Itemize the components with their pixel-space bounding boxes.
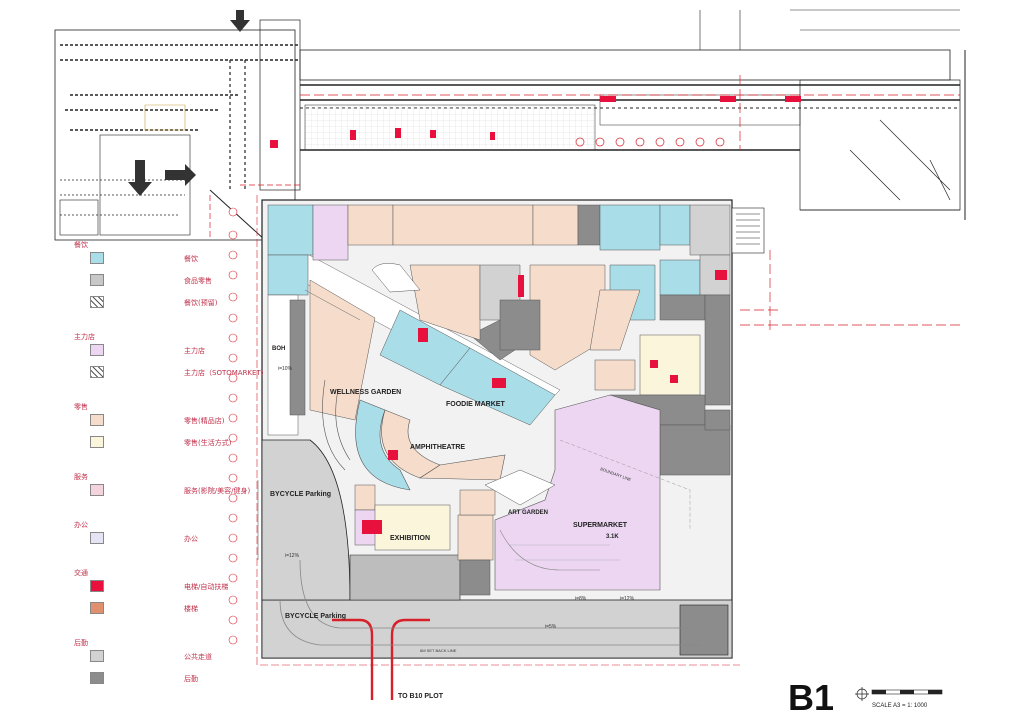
legend-label: 食品零售 [184, 277, 212, 285]
legend-swatch [90, 650, 104, 662]
legend-swatch [90, 436, 104, 448]
legend-item: 主力店 [90, 344, 250, 360]
legend-swatch [90, 366, 104, 378]
label-wellness-garden: WELLNESS GARDEN [330, 389, 401, 396]
supermarket-area [494, 394, 661, 591]
legend-swatch [90, 532, 104, 544]
label-supermarket: SUPERMARKET [573, 522, 628, 529]
legend-group-heading: 后勤 [74, 639, 88, 647]
grid-axis-bubbles [228, 207, 238, 645]
legend-item: 主力店（SOTOMARKET） [90, 366, 268, 382]
connection-to-b10 [332, 618, 430, 700]
legend-label: 楼梯 [184, 605, 198, 613]
legend-swatch [90, 274, 104, 286]
escalators [362, 270, 727, 534]
legend-item: 食品零售 [90, 274, 250, 290]
drawing-title: B1 [788, 677, 835, 718]
legend: 餐饮餐饮食品零售餐饮(预留)主力店主力店主力店（SOTOMARKET）零售零售(… [70, 240, 268, 700]
legend-item: 楼梯 [90, 602, 250, 618]
legend-item: 后勤 [90, 672, 250, 688]
north-icon [855, 687, 869, 701]
legend-group-heading: 交通 [74, 569, 88, 577]
legend-label: 餐饮 [184, 255, 198, 263]
driveway [279, 559, 700, 646]
legend-swatch [90, 580, 104, 592]
label-slope-4: i=5% [545, 624, 557, 630]
label-slope-3: i=8% [575, 596, 587, 602]
label-bicycle-parking-bottom: BYCYCLE Parking [285, 613, 346, 620]
existing-station-linework [54, 9, 966, 241]
stair-ne [731, 207, 765, 254]
station-red-markers [209, 75, 960, 330]
legend-swatch [90, 414, 104, 426]
legend-label: 办公 [184, 535, 198, 543]
legend-item: 公共走道 [90, 650, 250, 666]
legend-swatch [90, 252, 104, 264]
arrow-icon [128, 10, 250, 196]
pods [354, 469, 556, 596]
legend-item: 餐饮(预留) [90, 296, 250, 312]
label-bicycle-parking-top: BYCYCLE Parking [270, 491, 331, 498]
legend-label: 电梯/自动扶梯 [184, 583, 229, 591]
legend-label: 主力店 [184, 347, 205, 355]
label-art-garden: ART GARDEN [508, 510, 548, 516]
station-red-vertical-cores [270, 96, 801, 148]
scale-label: SCALE A3 = 1: 1000 [872, 703, 928, 709]
legend-label: 公共走道 [184, 653, 212, 661]
legend-label: 后勤 [184, 675, 198, 683]
legend-label: 零售(精品店) [184, 417, 225, 425]
legend-swatch [90, 484, 104, 496]
legend-item: 零售(精品店) [90, 414, 250, 430]
legend-label: 餐饮(预留) [184, 299, 218, 307]
legend-label: 主力店（SOTOMARKET） [184, 369, 268, 377]
legend-item: 餐饮 [90, 252, 250, 268]
retail-units-west [267, 254, 376, 436]
legend-group-heading: 餐饮 [74, 241, 88, 249]
label-slope-5: i=12% [620, 596, 635, 602]
label-slope-2: i=12% [285, 553, 300, 559]
label-setback-line: 6M SET BACK LINE [420, 648, 457, 653]
east-boh-block [594, 254, 731, 476]
legend-item: 电梯/自动扶梯 [90, 580, 250, 596]
label-boh: BOH [272, 346, 285, 352]
retail-units-top [267, 204, 731, 261]
central-retail-block [371, 263, 656, 371]
boundary-lines [256, 195, 740, 666]
legend-group-heading: 零售 [74, 403, 88, 411]
legend-swatch [90, 296, 104, 308]
legend-swatch [90, 602, 104, 614]
legend-item: 服务(影院/美容/健身) [90, 484, 250, 500]
label-slope-1: i=10% [278, 366, 293, 372]
legend-item: 办公 [90, 532, 250, 548]
label-to-b10: TO B10 PLOT [398, 693, 444, 700]
label-supermarket-area: 3.1K [606, 534, 619, 540]
legend-group-heading: 服务 [74, 473, 88, 481]
label-amphitheatre: AMPHITHEATRE [410, 444, 465, 451]
legend-label: 零售(生活方式) [184, 439, 232, 447]
scale-bar [871, 689, 943, 695]
label-exhibition: EXHIBITION [390, 535, 430, 542]
amphitheatre-rings [322, 379, 506, 491]
legend-swatch [90, 672, 104, 684]
legend-group-heading: 主力店 [74, 333, 95, 341]
label-foodie-market: FOODIE MARKET [446, 401, 505, 408]
legend-swatch [90, 344, 104, 356]
legend-item: 零售(生活方式) [90, 436, 250, 452]
legend-label: 服务(影院/美容/健身) [184, 487, 251, 495]
legend-group-heading: 办公 [74, 521, 88, 529]
